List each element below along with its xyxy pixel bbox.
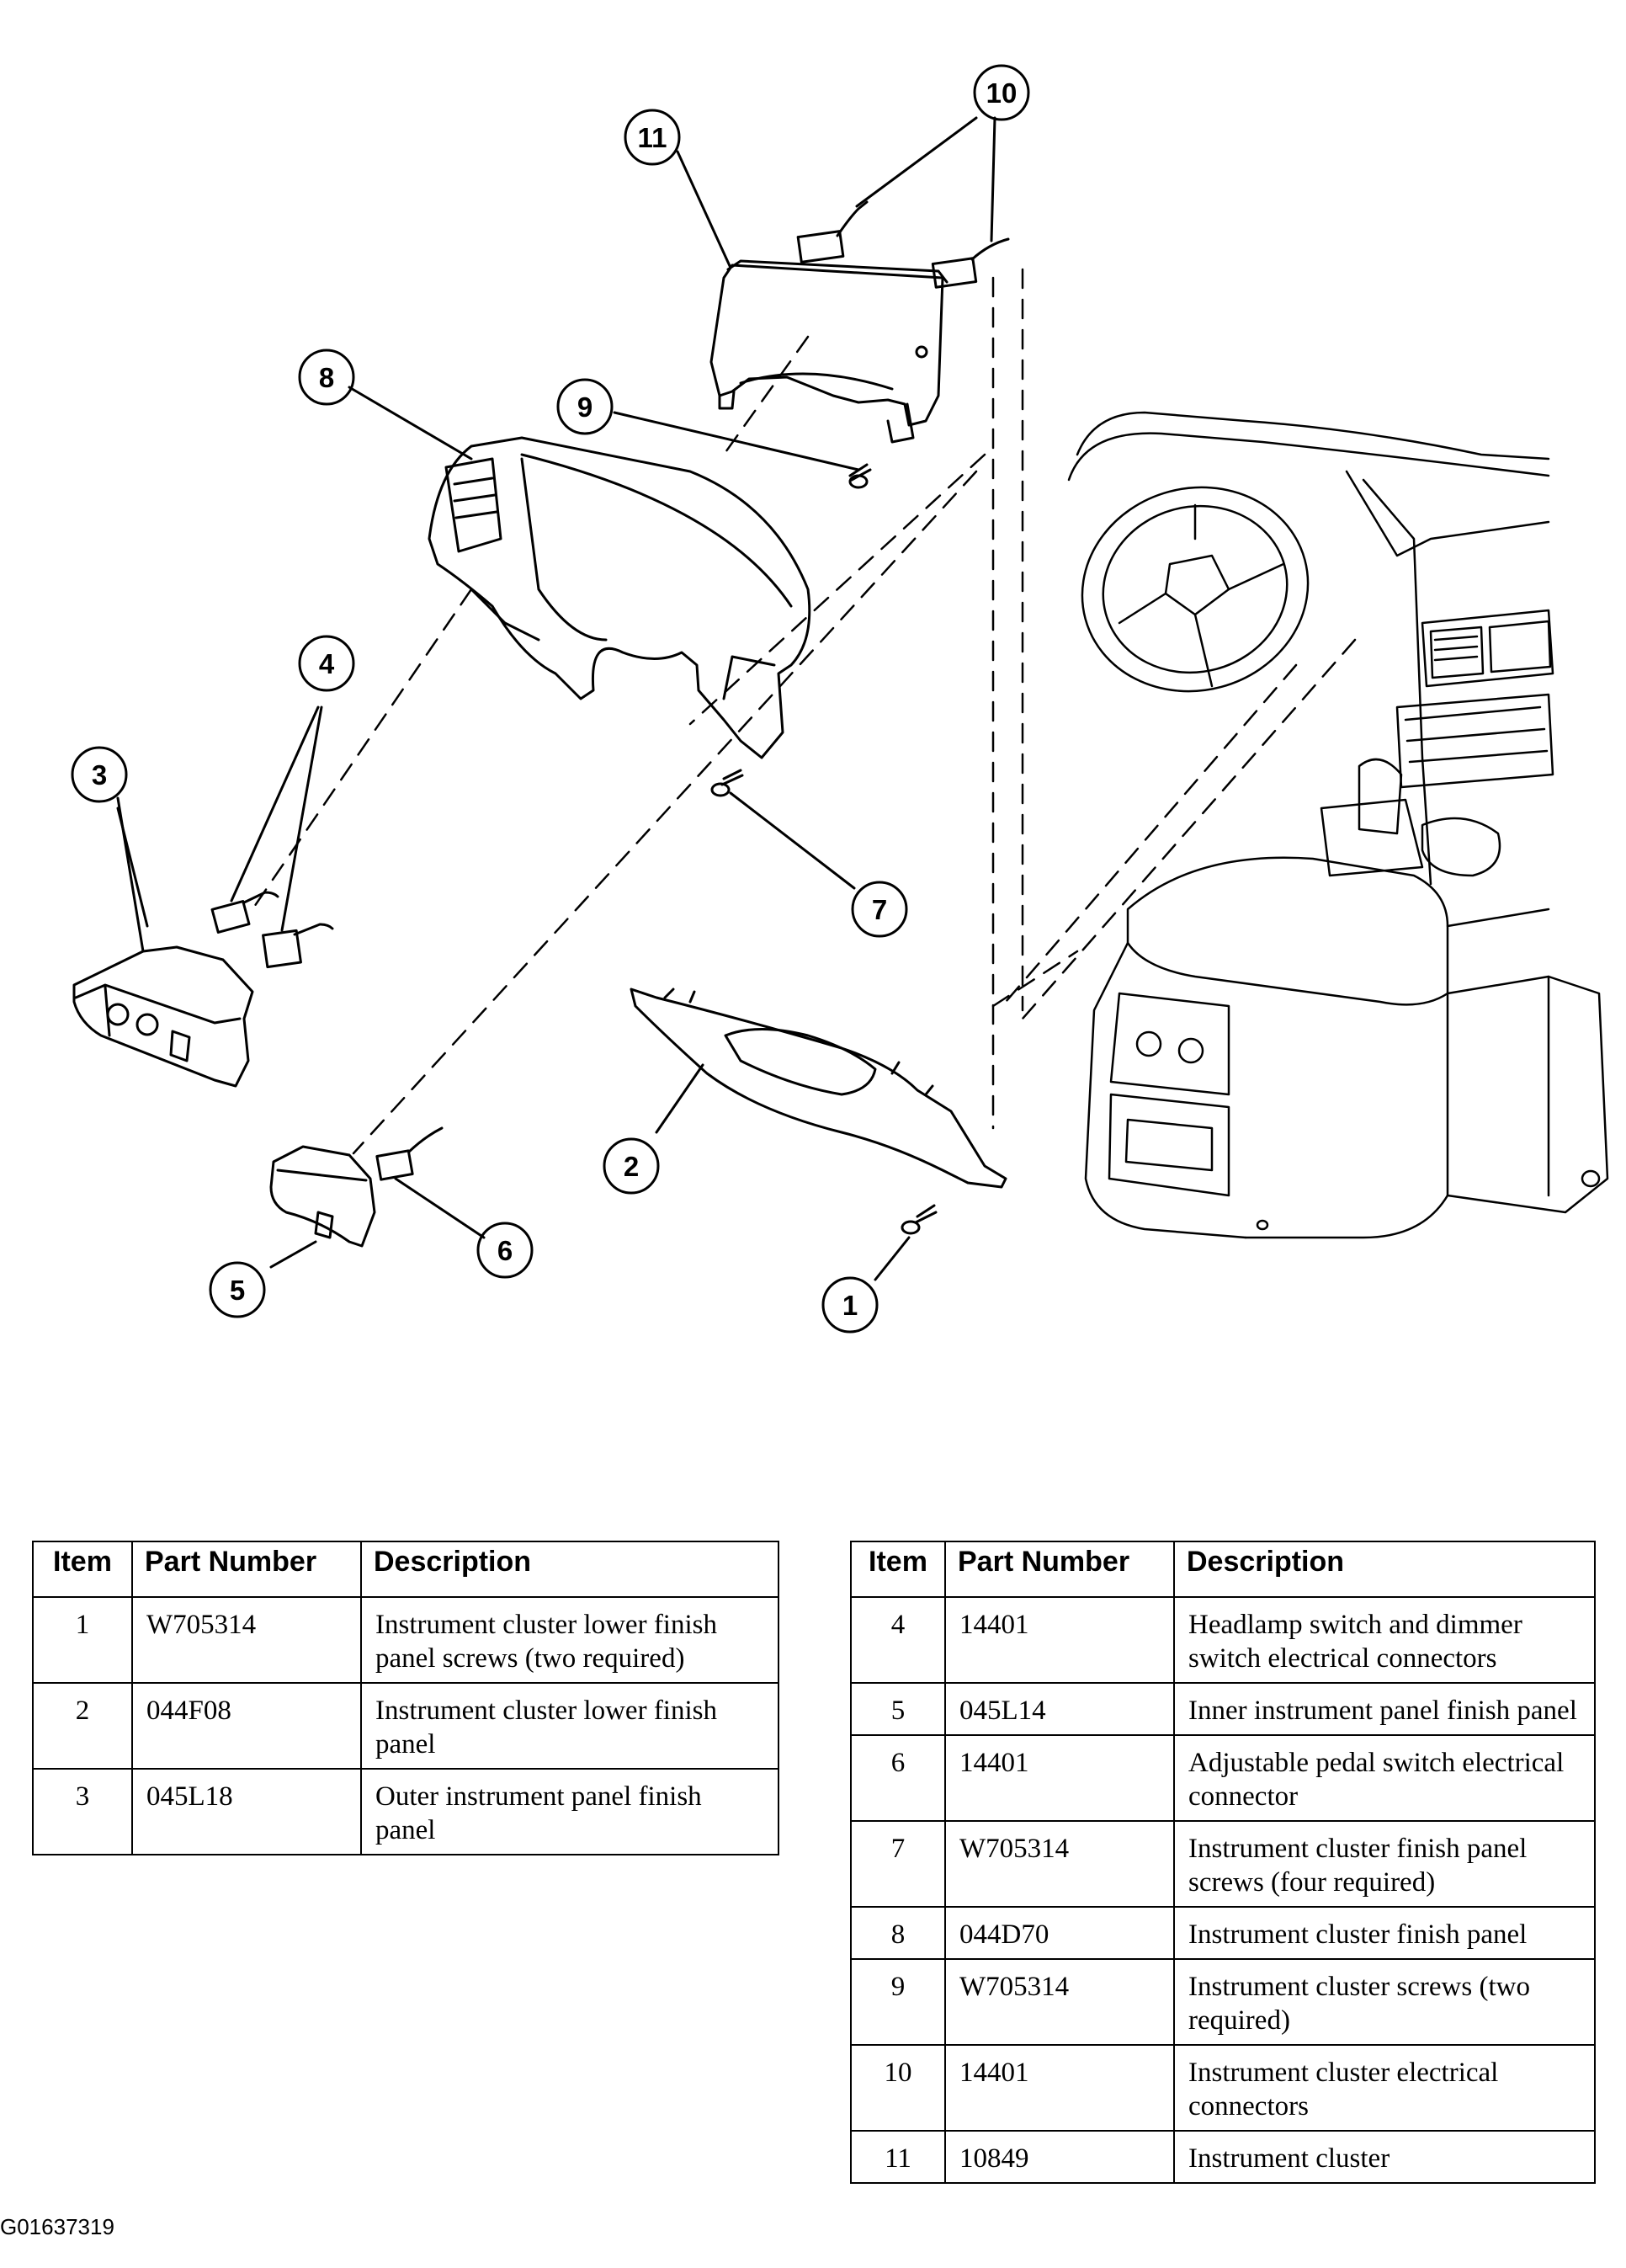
cell-part-number: W705314: [131, 1596, 362, 1684]
table-row: 7 W705314 Instrument cluster finish pane…: [850, 1820, 1596, 1908]
cell-part-number: 14401: [944, 2044, 1175, 2132]
cell-part-number: 045L14: [944, 1682, 1175, 1736]
callout-10: 10: [973, 64, 1030, 121]
finish-panel-screw-drawing: [710, 769, 856, 890]
pedal-switch-connector-drawing: [375, 1126, 486, 1239]
lower-panel-screw-drawing: [874, 1204, 938, 1281]
cell-part-number: W705314: [944, 1820, 1175, 1908]
cell-item: 5: [850, 1682, 946, 1736]
assembly-lines: [251, 268, 1357, 1155]
column-header-item: Item: [850, 1541, 946, 1598]
table-header-row: Item Part Number Description: [32, 1541, 779, 1598]
table-header-row: Item Part Number Description: [850, 1541, 1596, 1598]
exploded-view-diagram: 1 2 3 4 5 6 7 8 9 10 11: [71, 64, 1609, 1334]
parts-table-left: Item Part Number Description 1 W705314 I…: [32, 1541, 779, 1855]
cell-description: Instrument cluster finish panel: [1173, 1906, 1596, 1960]
cell-item: 3: [32, 1768, 133, 1855]
parts-table-right: Item Part Number Description 4 14401 Hea…: [850, 1541, 1596, 2184]
lower-finish-panel-drawing: [630, 988, 1007, 1189]
cell-description: Instrument cluster lower finish panel sc…: [360, 1596, 779, 1684]
cell-item: 6: [850, 1734, 946, 1822]
callout-11: 11: [624, 109, 681, 166]
table-row: 8 044D70 Instrument cluster finish panel: [850, 1906, 1596, 1960]
callout-6: 6: [476, 1222, 534, 1279]
cell-part-number: 044D70: [944, 1906, 1175, 1960]
instrument-cluster-drawing: [709, 259, 948, 444]
table-row: 2 044F08 Instrument cluster lower finish…: [32, 1682, 779, 1770]
table-row: 3 045L18 Outer instrument panel finish p…: [32, 1768, 779, 1855]
cell-description: Instrument cluster finish panel screws (…: [1173, 1820, 1596, 1908]
cell-part-number: 044F08: [131, 1682, 362, 1770]
cell-description: Adjustable pedal switch electrical conne…: [1173, 1734, 1596, 1822]
callout-label-4: 4: [319, 648, 335, 679]
cell-description: Inner instrument panel finish panel: [1173, 1682, 1596, 1736]
callout-label-1: 1: [842, 1290, 858, 1321]
cell-description: Outer instrument panel finish panel: [360, 1768, 779, 1855]
callout-8-leader: [348, 386, 473, 461]
inner-finish-panel-drawing: [269, 1145, 376, 1269]
cell-item: 9: [850, 1958, 946, 2046]
cell-part-number: 14401: [944, 1596, 1175, 1684]
cell-item: 4: [850, 1596, 946, 1684]
callout-4: 4: [298, 635, 355, 692]
callout-label-8: 8: [319, 362, 334, 393]
table-row: 10 14401 Instrument cluster electrical c…: [850, 2044, 1596, 2132]
cell-item: 7: [850, 1820, 946, 1908]
cell-part-number: W705314: [944, 1958, 1175, 2046]
column-header-part-number: Part Number: [944, 1541, 1175, 1598]
callout-label-9: 9: [577, 391, 592, 423]
outer-finish-panel-drawing: [72, 807, 254, 1088]
callout-label-2: 2: [624, 1151, 639, 1182]
table-row: 4 14401 Headlamp switch and dimmer switc…: [850, 1596, 1596, 1684]
cluster-finish-panel-drawing: [428, 436, 811, 759]
cluster-screw-drawing: [613, 411, 872, 489]
table-row: 5 045L14 Inner instrument panel finish p…: [850, 1682, 1596, 1736]
callout-11-leader: [676, 150, 732, 269]
column-header-part-number: Part Number: [131, 1541, 362, 1598]
cell-item: 2: [32, 1682, 133, 1770]
cell-item: 10: [850, 2044, 946, 2132]
callout-label-6: 6: [497, 1235, 513, 1266]
callout-label-11: 11: [638, 122, 667, 153]
cell-description: Instrument cluster lower finish panel: [360, 1682, 779, 1770]
cluster-connectors-drawing: [796, 116, 1010, 289]
callout-3-leader: [116, 796, 145, 953]
callout-label-10: 10: [986, 77, 1018, 109]
cell-description: Instrument cluster electrical connectors: [1173, 2044, 1596, 2132]
callout-label-5: 5: [230, 1275, 245, 1306]
column-header-description: Description: [1173, 1541, 1596, 1598]
table-row: 1 W705314 Instrument cluster lower finis…: [32, 1596, 779, 1684]
cell-part-number: 14401: [944, 1734, 1175, 1822]
callout-label-7: 7: [872, 894, 887, 925]
callout-5: 5: [209, 1261, 266, 1318]
vehicle-interior-drawing: [1067, 411, 1609, 1239]
cell-part-number: 10849: [944, 2130, 1175, 2184]
callout-8: 8: [298, 349, 355, 406]
callout-2: 2: [603, 1137, 660, 1195]
cell-item: 8: [850, 1906, 946, 1960]
column-header-description: Description: [360, 1541, 779, 1598]
cell-description: Headlamp switch and dimmer switch electr…: [1173, 1596, 1596, 1684]
callout-label-3: 3: [92, 759, 107, 791]
table-row: 9 W705314 Instrument cluster screws (two…: [850, 1958, 1596, 2046]
cell-description: Instrument cluster screws (two required): [1173, 1958, 1596, 2046]
callout-3: 3: [71, 746, 128, 803]
cell-part-number: 045L18: [131, 1768, 362, 1855]
cell-item: 11: [850, 2130, 946, 2184]
callout-9: 9: [556, 378, 614, 435]
cell-description: Instrument cluster: [1173, 2130, 1596, 2184]
table-row: 6 14401 Adjustable pedal switch electric…: [850, 1734, 1596, 1822]
callout-1: 1: [821, 1276, 879, 1334]
headlamp-switch-connectors-drawing: [210, 705, 334, 969]
column-header-item: Item: [32, 1541, 133, 1598]
table-row: 11 10849 Instrument cluster: [850, 2130, 1596, 2184]
cell-item: 1: [32, 1596, 133, 1684]
figure-code: G01637319: [0, 2214, 114, 2239]
callout-7: 7: [851, 881, 908, 938]
